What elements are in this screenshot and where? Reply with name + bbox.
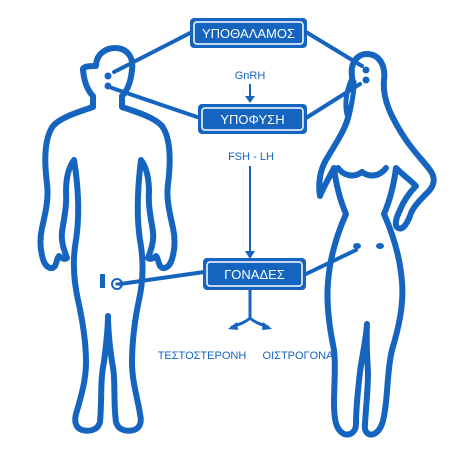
arrow-gnrh <box>245 84 255 103</box>
connector-lines <box>110 30 364 286</box>
male-gonad-marks <box>100 274 123 290</box>
male-figure <box>37 45 178 434</box>
estrogen-label: ΟΙΣΤΡΟΓΟΝΑ <box>263 350 335 362</box>
pituitary-box: ΥΠΟΦΥΣΗ <box>198 104 307 134</box>
fsh-lh-label: FSH - LH <box>228 151 274 163</box>
hypothalamus-label: ΥΠΟΘΑΛΑΜΟΣ <box>202 26 295 41</box>
gonads-box: ΓΟΝΑΔΕΣ <box>203 258 306 290</box>
gnrh-label: GnRH <box>235 70 266 82</box>
arrow-split-heads <box>228 322 272 330</box>
female-brain-dots <box>362 66 370 84</box>
testosterone-label: ΤΕΣΤΟΣΤΕΡΟΝΗ <box>158 350 247 362</box>
arrow-fsh-lh <box>245 166 255 259</box>
arrow-split <box>230 288 270 329</box>
female-hair <box>343 72 357 127</box>
pituitary-label: ΥΠΟΦΥΣΗ <box>220 112 284 127</box>
hypothalamus-box: ΥΠΟΘΑΛΑΜΟΣ <box>190 18 307 48</box>
female-figure <box>316 51 437 438</box>
gonads-label: ΓΟΝΑΔΕΣ <box>224 267 285 282</box>
female-ovary-marks <box>353 243 384 249</box>
male-brain-dots <box>104 72 112 90</box>
